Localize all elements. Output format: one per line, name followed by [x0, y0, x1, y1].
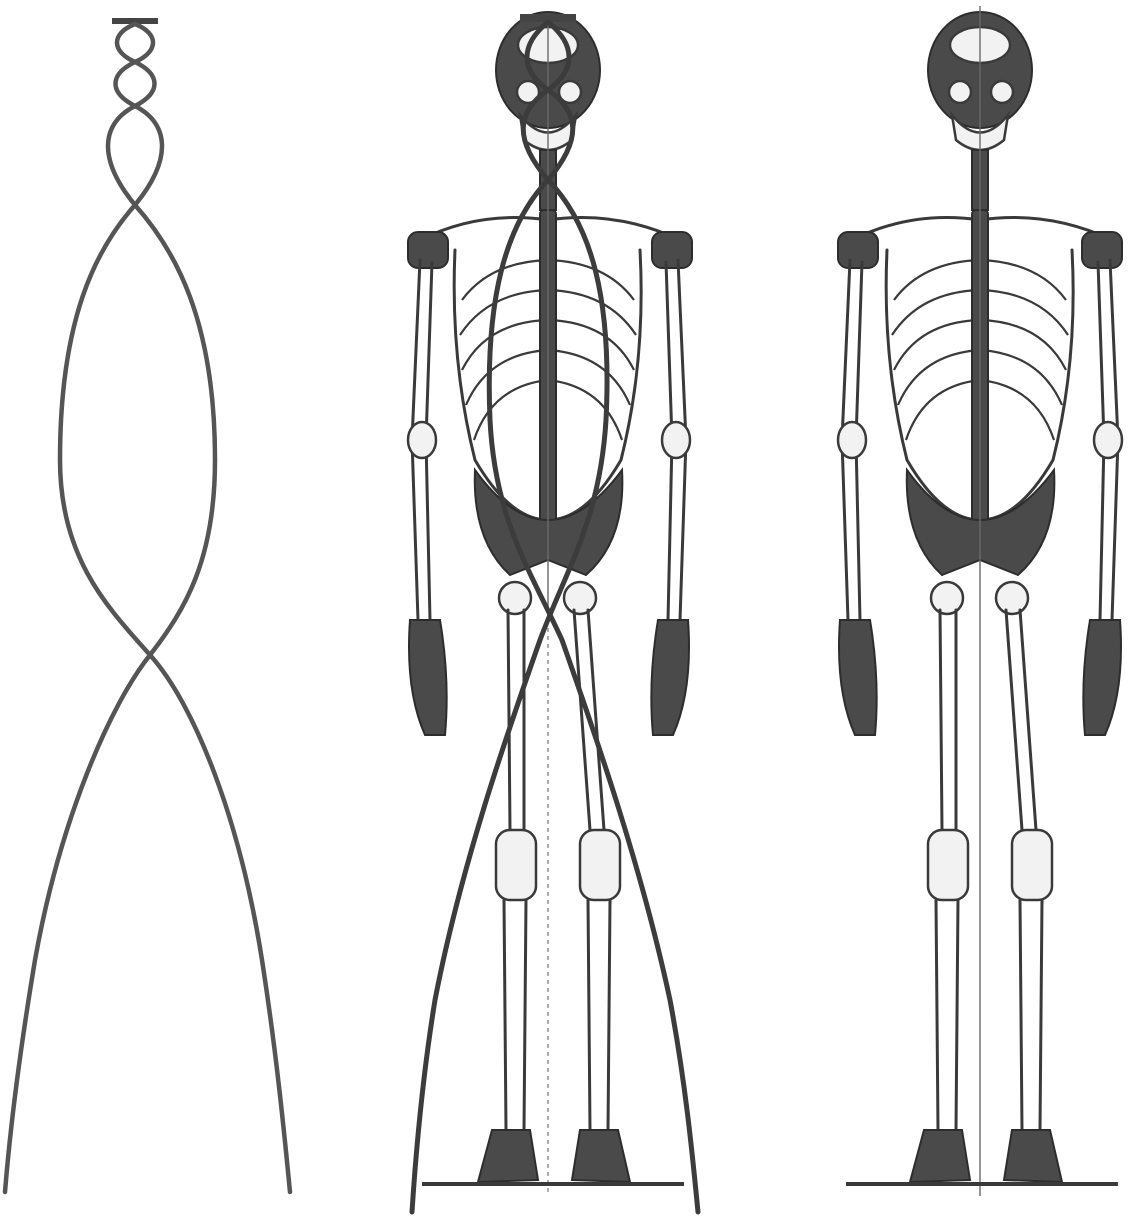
femur-left	[508, 610, 510, 830]
hand-right	[1083, 620, 1121, 735]
hip-joint-right	[996, 582, 1028, 614]
tibia-right	[588, 900, 590, 1130]
tibia-left	[504, 900, 506, 1130]
knee-left	[496, 830, 536, 900]
hand-right	[651, 620, 689, 735]
skeleton-with-helix-panel	[380, 0, 730, 1222]
eye-socket-right	[991, 81, 1013, 103]
skeleton-drawing	[800, 0, 1133, 1222]
shoulder-right	[652, 232, 692, 268]
helix-curve-drawing	[0, 0, 330, 1222]
tibia-right	[1020, 900, 1022, 1130]
hip-joint-right	[564, 582, 596, 614]
helix-curve-panel	[0, 0, 330, 1222]
elbow-left	[408, 422, 436, 458]
hand-left	[409, 620, 447, 735]
elbow-right	[1094, 422, 1122, 458]
eye-socket-left	[949, 81, 971, 103]
skeleton-panel	[800, 0, 1133, 1222]
hand-left	[839, 620, 877, 735]
knee-right	[1012, 830, 1052, 900]
skeleton-with-helix-drawing	[380, 0, 730, 1222]
foot-right	[572, 1130, 630, 1182]
tibia-left	[936, 900, 938, 1130]
femur-right	[1006, 610, 1022, 830]
elbow-right	[662, 422, 690, 458]
knee-right	[580, 830, 620, 900]
shoulder-right	[1082, 232, 1122, 268]
foot-left	[910, 1130, 970, 1182]
knee-left	[928, 830, 968, 900]
elbow-left	[838, 422, 866, 458]
foot-right	[1004, 1130, 1062, 1182]
shoulder-left	[408, 232, 448, 268]
foot-left	[478, 1130, 538, 1182]
femur-left	[940, 610, 942, 830]
hip-joint-left	[499, 582, 531, 614]
shoulder-left	[838, 232, 878, 268]
skeleton-figure	[408, 12, 692, 1182]
hip-joint-left	[931, 582, 963, 614]
helix-strand-b	[60, 24, 290, 1192]
